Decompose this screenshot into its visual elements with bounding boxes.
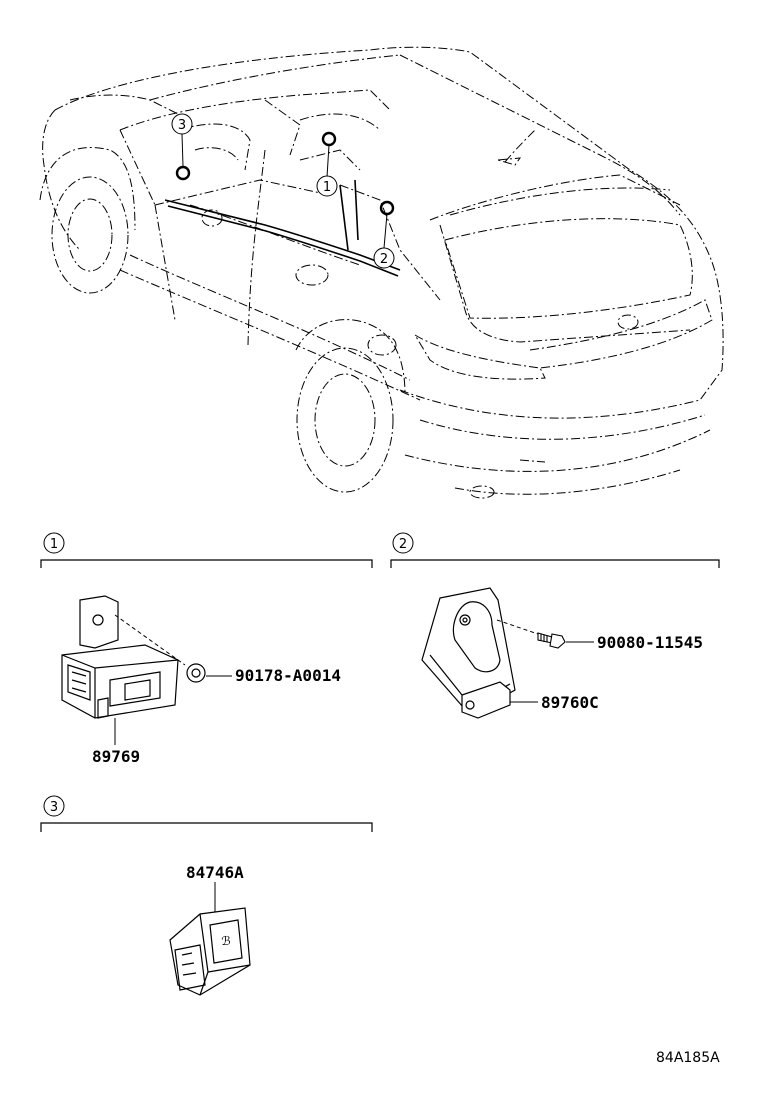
part-90178-A0014: 90178-A0014 <box>235 666 341 685</box>
section-2-number: 2 <box>399 537 407 552</box>
callout-2-label: 2 <box>380 252 388 267</box>
section-2: 2 90080-11545 89760C <box>390 532 720 719</box>
callout-3: 3 <box>171 113 193 135</box>
switch-icon <box>169 907 251 996</box>
control-module-icon <box>61 595 179 719</box>
part-89769: 89769 <box>92 747 140 766</box>
section-1-number: 1 <box>50 537 58 552</box>
diagram-code: 84A185A <box>656 1050 720 1066</box>
car-sill-trim <box>164 179 401 277</box>
part-84746A: 84746A <box>186 863 244 882</box>
callout-1-label: 1 <box>323 180 331 195</box>
section-3: 3 84746A ℬ <box>40 795 373 996</box>
bracket-sensor-icon <box>421 587 516 719</box>
part-89760C: 89760C <box>541 693 599 712</box>
car-overview-icon <box>39 46 724 499</box>
callout-3-label: 3 <box>178 118 186 133</box>
section-3-number: 3 <box>50 800 58 815</box>
section-1: 1 90178-A0014 89769 <box>40 532 373 766</box>
switch-symbol: ℬ <box>221 934 230 948</box>
part-90080-11545: 90080-11545 <box>597 633 703 652</box>
clip-nut-icon <box>186 663 206 683</box>
marker-3-location <box>175 165 191 181</box>
location-markers <box>175 131 395 216</box>
bolt-icon <box>537 632 566 649</box>
marker-1-location <box>321 131 337 147</box>
callout-1: 1 <box>316 175 338 197</box>
callout-leaders <box>181 133 388 249</box>
callout-2: 2 <box>373 247 395 269</box>
